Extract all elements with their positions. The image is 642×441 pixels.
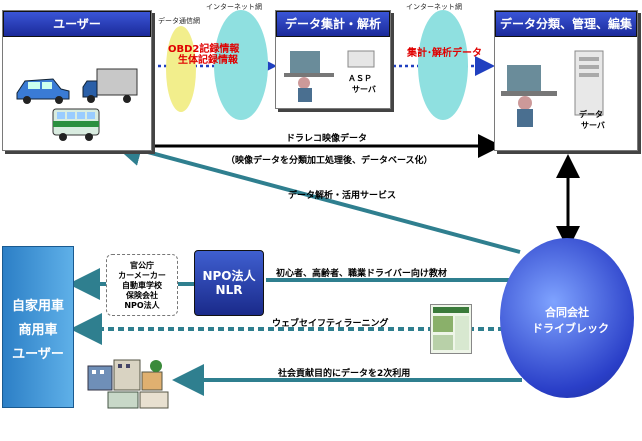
bus-icon: [52, 108, 100, 141]
flow-analysis-service: [110, 134, 521, 254]
org-item: カーメーカー: [118, 271, 166, 280]
company-ellipse: [500, 238, 634, 398]
vehicles-illustration: [16, 68, 138, 141]
classify-panel: データ分類、管理、編集 データ サーバ: [494, 10, 638, 151]
end-users-line3: ユーザー: [12, 347, 64, 362]
drareco-label: ドラレコ映像データ: [286, 134, 368, 144]
internet-ellipse-1: [214, 10, 268, 120]
drareco-sub-label: （映像データを分類加工処理後、データベース化）: [226, 156, 433, 166]
user-panel: ユーザー: [2, 10, 152, 151]
summary-data-label: 集計･解析データ: [407, 48, 482, 59]
data-center-illustration: [501, 50, 604, 127]
end-users-box: 自家用車 商用車 ユーザー: [2, 246, 74, 408]
asp-label: ＡＳＰ: [348, 74, 372, 83]
org-item: 官公庁: [130, 261, 154, 270]
npo-line1: NPO法人: [202, 269, 256, 283]
company-line2: ドライブレック: [532, 322, 609, 335]
end-users-line2: 商用車: [18, 323, 58, 338]
internet-label-2: インターネット網: [406, 3, 462, 11]
teaching-label: 初心者、高齢者、職業ドライバー向け教材: [276, 269, 447, 279]
user-panel-title: ユーザー: [3, 11, 151, 37]
website-thumbnail: [430, 304, 472, 354]
classify-panel-title: データ分類、管理、編集: [495, 11, 637, 37]
data-server-label: データ: [579, 110, 603, 119]
internet-label-1: インターネット網: [206, 3, 262, 11]
secondary-use-label: 社会貢献目的にデータを2次利用: [278, 369, 411, 379]
npo-line2: NLR: [215, 283, 243, 297]
truck-icon: [82, 68, 138, 103]
car-icon: [16, 78, 70, 104]
data-comm-ellipse: [166, 26, 196, 112]
office-worker-illustration: [284, 50, 375, 102]
aggregate-panel-title: データ集計・解析: [276, 11, 390, 37]
bio-record-label: 生体記録情報: [178, 55, 238, 66]
org-item: NPO法人: [124, 301, 160, 310]
data-server-sub-label: サーバ: [581, 121, 605, 130]
data-comm-label: データ通信網: [158, 17, 200, 25]
org-item: 保険会社: [126, 291, 158, 300]
aggregate-panel: データ集計・解析 ＡＳＰ サーバ: [275, 10, 391, 109]
org-item: 自動車学校: [122, 281, 162, 290]
end-users-line1: 自家用車: [11, 299, 64, 314]
internet-ellipse-2: [418, 10, 468, 120]
asp-server-label: サーバ: [352, 85, 376, 94]
npo-nlr-box: NPO法人 NLR: [194, 250, 264, 316]
analysis-service-label: データ解析・活用サービス: [288, 191, 397, 201]
obd-record-label: OBD2記録情報: [168, 44, 240, 55]
company-line1: 合同会社: [545, 306, 589, 319]
org-list-box: 官公庁 カーメーカー 自動車学校 保険会社 NPO法人: [106, 254, 178, 316]
elearning-label: ウェブセイフティラーニング: [272, 319, 389, 329]
